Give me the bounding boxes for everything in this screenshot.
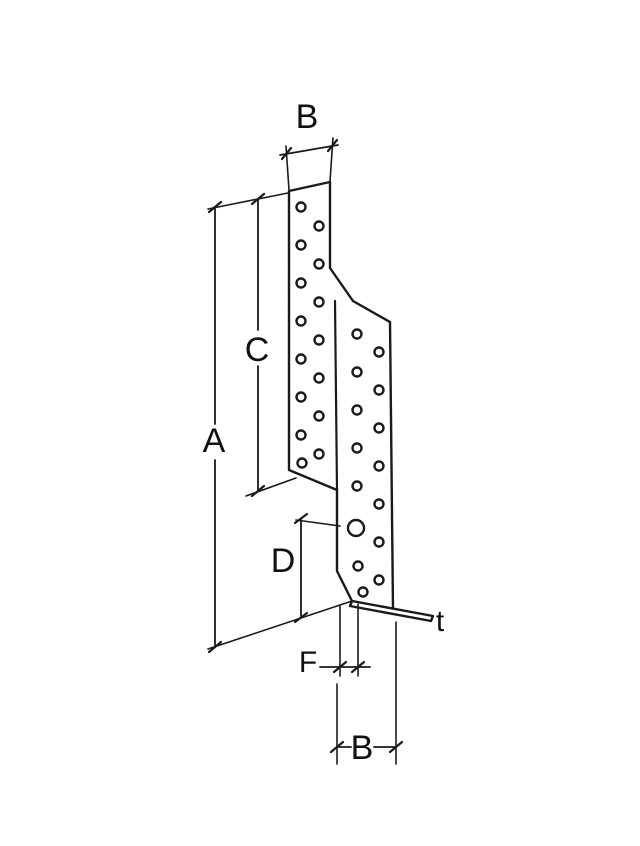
dim-label-a: A xyxy=(203,422,226,460)
tick xyxy=(280,146,293,161)
dim-label-f: F xyxy=(299,646,317,679)
nail-hole xyxy=(295,201,307,213)
nail-hole xyxy=(313,220,325,232)
nail-hole xyxy=(313,296,325,308)
nail-hole xyxy=(373,498,385,510)
bottom-flange xyxy=(348,599,435,623)
nail-hole xyxy=(357,586,369,598)
tick xyxy=(250,192,266,206)
tick xyxy=(293,611,309,624)
nail-hole xyxy=(373,384,385,396)
nail-hole xyxy=(351,366,363,378)
tick xyxy=(250,484,266,498)
fold-line xyxy=(333,299,339,492)
tick xyxy=(388,740,404,754)
dimension-c: C xyxy=(245,192,297,498)
tick xyxy=(207,640,223,654)
extension-line xyxy=(245,477,297,497)
nail-hole xyxy=(351,404,363,416)
extension-line xyxy=(295,519,341,527)
nail-hole xyxy=(351,328,363,340)
nail-hole xyxy=(313,258,325,270)
tick xyxy=(207,200,223,214)
plate xyxy=(287,180,435,623)
nail-holes xyxy=(295,201,385,598)
dimension-b-bottom: B xyxy=(329,621,404,767)
nail-hole xyxy=(313,410,325,422)
dim-label-d: D xyxy=(271,542,296,580)
nail-hole xyxy=(352,560,364,572)
tick xyxy=(293,512,309,525)
nail-hole xyxy=(295,391,307,403)
tick xyxy=(350,660,366,674)
thickness-callout: t xyxy=(436,605,445,638)
dim-label-t: t xyxy=(436,605,445,638)
nail-hole xyxy=(351,480,363,492)
dim-b-top-line xyxy=(279,144,339,156)
nail-hole xyxy=(373,536,385,548)
extension-line xyxy=(207,192,289,210)
bolt-hole xyxy=(346,518,366,538)
nail-hole xyxy=(351,442,363,454)
dimension-d: D xyxy=(271,512,341,624)
dimension-b-top: B xyxy=(279,98,339,191)
tick xyxy=(326,138,339,153)
nail-hole xyxy=(296,457,308,469)
dim-label-b-bottom: B xyxy=(351,729,374,767)
nail-hole xyxy=(313,448,325,460)
nail-hole xyxy=(295,315,307,327)
nail-hole xyxy=(313,334,325,346)
dimension-a: A xyxy=(203,192,353,654)
nail-hole xyxy=(373,346,385,358)
tick xyxy=(332,660,348,674)
nail-hole xyxy=(295,277,307,289)
nail-hole xyxy=(373,574,385,586)
dim-label-c: C xyxy=(245,331,270,369)
nail-hole xyxy=(313,372,325,384)
tick xyxy=(329,740,345,754)
nail-hole xyxy=(295,429,307,441)
nail-hole xyxy=(373,460,385,472)
nail-hole xyxy=(295,353,307,365)
nail-hole xyxy=(373,422,385,434)
extension-line xyxy=(207,600,353,650)
dim-label-b-top: B xyxy=(296,98,319,136)
dimension-f: F xyxy=(299,603,371,679)
nail-hole xyxy=(295,239,307,251)
